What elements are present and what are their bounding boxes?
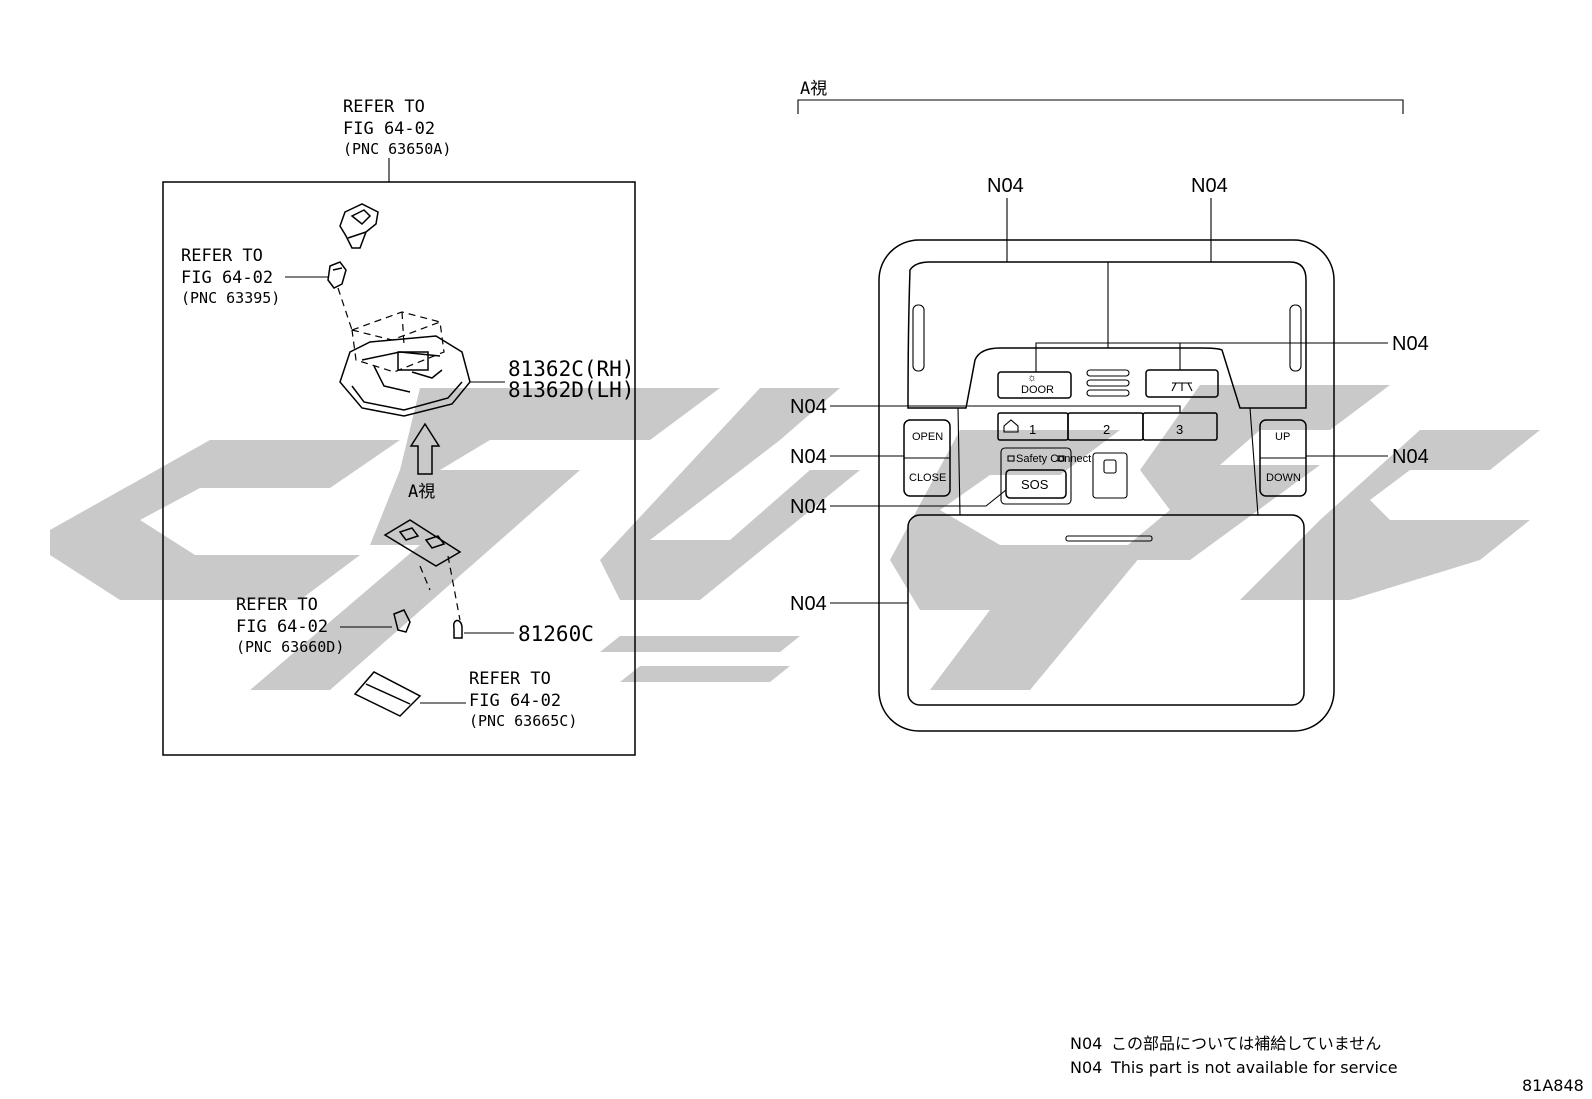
door-button-label: DOOR [1021, 384, 1054, 396]
ref-63665c-line3: (PNC 63665C) [469, 712, 577, 730]
n04-callout-8: N04 [790, 593, 827, 615]
top-ref-line3: (PNC 63650A) [343, 140, 451, 158]
open-button-label[interactable]: OPEN [912, 431, 943, 443]
part-81362c-label: 81362C(RH) [508, 357, 634, 381]
top-ref-line2: FIG 64-02 [343, 119, 435, 139]
bulb-icon [453, 619, 463, 639]
left-exploded-view: REFER TO FIG 64-02 (PNC 63650A) REFER TO… [162, 97, 636, 756]
note-en-text: This part is not available for service [1110, 1058, 1398, 1077]
figure-id: 81A848 [1522, 1076, 1584, 1095]
n04-callout-3: N04 [1392, 333, 1429, 355]
safety-connect-label: Safety Connect [1016, 453, 1091, 465]
n04-callout-1: N04 [987, 175, 1024, 197]
home-icon [1003, 419, 1019, 433]
clip-icon [339, 203, 379, 249]
right-lens-slot [1289, 304, 1302, 372]
sos-button[interactable] [1005, 469, 1067, 499]
clip-63395-icon [327, 261, 347, 289]
n04-callout-2: N04 [1191, 175, 1228, 197]
close-button-label[interactable]: CLOSE [909, 472, 946, 484]
homelink-1-label: 1 [1029, 422, 1036, 437]
door-button[interactable] [997, 371, 1072, 399]
map-light-button[interactable] [1145, 369, 1219, 398]
ref-63395-line3: (PNC 63395) [181, 289, 280, 307]
bracket-63660d [393, 609, 411, 633]
part-81362d-label: 81362D(LH) [508, 378, 634, 402]
left-lens-slot [912, 304, 925, 372]
map-lamp-assembly [339, 335, 471, 417]
part-81260c-label: 81260C [518, 622, 594, 646]
note-jp-text: この部品については補給していません [1111, 1034, 1381, 1053]
ref-63395-line2: FIG 64-02 [181, 268, 273, 288]
footer-notes: N04 この部品については補給していません N04 This part is n… [1070, 1034, 1584, 1095]
right-console-view: A視 ☼ DOOR 1 2 3 [790, 79, 1429, 732]
homelink-3-label: 3 [1176, 422, 1183, 437]
n04-callout-7: N04 [790, 496, 827, 518]
ref-63660d-line1: REFER TO [236, 595, 318, 615]
up-button-label[interactable]: UP [1275, 431, 1290, 443]
map-light-icon [1171, 382, 1193, 392]
ref-63395-line1: REFER TO [181, 246, 263, 266]
microphone-cover [1092, 452, 1128, 499]
n04-callout-4: N04 [790, 396, 827, 418]
ref-63660d-line3: (PNC 63660D) [236, 638, 344, 656]
top-ref-line1: REFER TO [343, 97, 425, 117]
lens-plate [383, 519, 462, 567]
sunglass-holder-lid[interactable] [907, 514, 1305, 706]
homelink-2-label: 2 [1103, 422, 1110, 437]
down-button-label[interactable]: DOWN [1266, 472, 1301, 484]
n04-callout-5: N04 [790, 446, 827, 468]
vent-grille-icon [1086, 369, 1130, 397]
door-button-icon: ☼ [1027, 372, 1037, 384]
note-jp-code: N04 [1070, 1034, 1102, 1053]
ref-63665c-line1: REFER TO [469, 669, 551, 689]
ref-63665c-line2: FIG 64-02 [469, 691, 561, 711]
n04-callout-6: N04 [1392, 446, 1429, 468]
left-view-label: A視 [408, 482, 435, 502]
cover-63665c [353, 671, 422, 717]
right-view-label: A視 [800, 79, 827, 99]
ref-63660d-line2: FIG 64-02 [236, 617, 328, 637]
console-housing [878, 239, 1335, 732]
watermark [50, 385, 1540, 690]
sos-button-label: SOS [1021, 477, 1049, 492]
safety-connect-panel [1000, 447, 1072, 505]
note-en-code: N04 [1070, 1058, 1102, 1077]
arrow-up-icon [409, 422, 441, 475]
